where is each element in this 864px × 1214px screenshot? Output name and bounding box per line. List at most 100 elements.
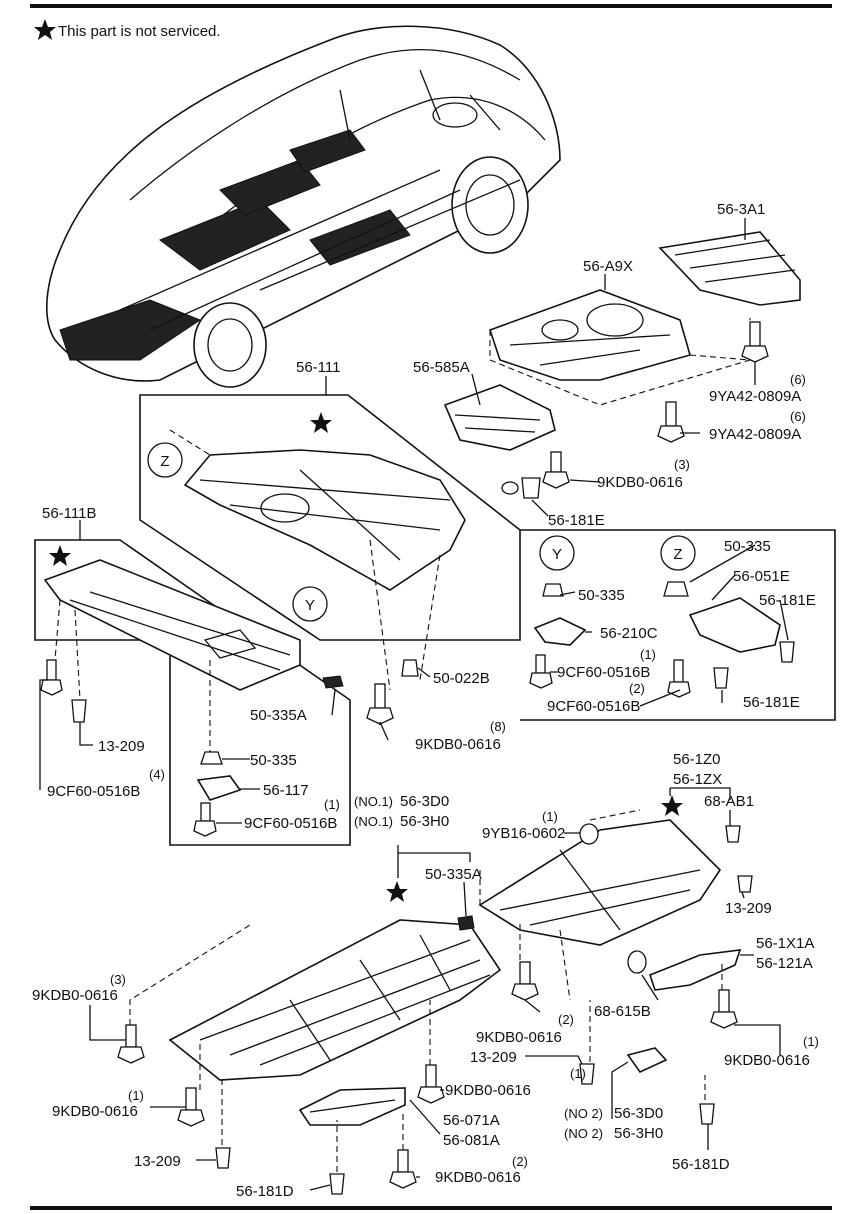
label-9KDB0-f-qty: (1) xyxy=(570,1066,586,1081)
label-9KDB0-d: 9KDB0-0616 xyxy=(476,1029,562,1046)
ref-marker-Z-1-letter: Z xyxy=(160,453,169,470)
label-13-209-d: 13-209 xyxy=(134,1153,181,1170)
star-icon xyxy=(34,19,56,40)
part-56-1Z0 xyxy=(478,819,722,946)
bolt-9KDB0-e xyxy=(710,989,738,1029)
bolt-9YA42-a xyxy=(741,321,769,363)
clip-56-181E-c xyxy=(713,667,729,689)
clip-13-209-c xyxy=(579,1063,595,1085)
frame-56-111 xyxy=(139,394,521,641)
label-9YB16: 9YB16-0602 xyxy=(482,825,565,842)
label-56-181E-c: 56-181E xyxy=(743,694,800,711)
bolt-9KDB0-h xyxy=(389,1149,417,1189)
label-56-1Z0: 56-1Z0 xyxy=(673,751,721,768)
bolt-9CF60-c xyxy=(40,659,63,696)
nut-50-335A-b xyxy=(457,915,475,931)
clip-68-AB1 xyxy=(725,825,741,843)
star-icon xyxy=(386,881,408,902)
label-56-181D-b: 56-181D xyxy=(672,1156,730,1173)
bolt-9CF60-b xyxy=(667,659,691,698)
label-56-3H0-a: 56-3H0 xyxy=(400,813,449,830)
label-9CF60-b-qty: (2) xyxy=(629,681,645,696)
label-9CF60-d: 9CF60-0516B xyxy=(244,815,337,832)
ref-marker-Z-1: Z xyxy=(147,442,183,478)
grommet-9YB16 xyxy=(579,823,599,845)
label-50-335A-b: 50-335A xyxy=(425,866,482,883)
nut-50-335-c xyxy=(200,751,223,765)
label-no1-b: (NO.1) xyxy=(354,814,393,829)
label-56-051E: 56-051E xyxy=(733,568,790,585)
frame-56-051E xyxy=(520,529,836,721)
part-56-585A xyxy=(443,384,556,451)
label-56-1ZX: 56-1ZX xyxy=(673,771,722,788)
label-9KDB0-h-qty: (2) xyxy=(512,1154,528,1169)
legend: This part is not serviced. xyxy=(34,19,221,40)
part-56-210C xyxy=(533,617,587,646)
label-56-181D-a: 56-181D xyxy=(236,1183,294,1200)
label-56-181E-a: 56-181E xyxy=(548,512,605,529)
bolt-9KDB0-g xyxy=(177,1087,205,1127)
label-50-335-b: 50-335 xyxy=(724,538,771,555)
label-56-A9X: 56-A9X xyxy=(583,258,633,275)
label-56-210C: 56-210C xyxy=(600,625,658,642)
label-9YA42-a: 9YA42-0809A xyxy=(709,388,801,405)
label-56-1X1A: 56-1X1A xyxy=(756,935,814,952)
part-56-3A1 xyxy=(658,231,801,306)
part-56-1X1A xyxy=(649,949,742,991)
label-9CF60-c: 9CF60-0516B xyxy=(47,783,140,800)
clip-13-209-b xyxy=(737,875,753,893)
clip-50-022B xyxy=(401,659,419,677)
part-56-A9X xyxy=(488,289,691,381)
label-9KDB0-d-qty: (2) xyxy=(558,1012,574,1027)
bolt-9CF60-a xyxy=(529,654,553,689)
label-56-111B: 56-111B xyxy=(42,505,97,522)
label-56-3D0-b: 56-3D0 xyxy=(614,1105,663,1122)
label-9KDB0-b-qty: (8) xyxy=(490,719,506,734)
star-icon xyxy=(661,795,683,816)
label-9KDB0-f: 9KDB0-0616 xyxy=(445,1082,531,1099)
frame-56-111B xyxy=(34,539,351,846)
nut-50-335-b xyxy=(663,581,689,597)
label-9KDB0-a-qty: (3) xyxy=(674,457,690,472)
part-56-071A xyxy=(298,1087,406,1126)
label-9CF60-c-qty: (4) xyxy=(149,767,165,782)
ref-marker-Z-2: Z xyxy=(660,535,696,571)
bolt-9KDB0-f xyxy=(417,1064,445,1104)
vehicle-body-illustration xyxy=(46,25,561,388)
label-50-022B: 50-022B xyxy=(433,670,490,687)
nut-50-335A-a xyxy=(322,675,344,689)
label-9KDB0-c-qty: (3) xyxy=(110,972,126,987)
label-9KDB0-c: 9KDB0-0616 xyxy=(32,987,118,1004)
label-13-209-c: 13-209 xyxy=(470,1049,517,1066)
label-56-181E-b: 56-181E xyxy=(759,592,816,609)
label-9YB16-qty: (1) xyxy=(542,809,558,824)
label-56-3H0-b: 56-3H0 xyxy=(614,1125,663,1142)
label-56-3A1: 56-3A1 xyxy=(717,201,765,218)
label-9CF60-d-qty: (1) xyxy=(324,797,340,812)
label-68-615B: 68-615B xyxy=(594,1003,651,1020)
bottom-border xyxy=(30,1206,832,1210)
part-56-111 xyxy=(183,449,466,591)
star-icon xyxy=(310,412,332,433)
ref-marker-Z-2-letter: Z xyxy=(673,546,682,563)
label-56-117: 56-117 xyxy=(263,782,309,799)
label-9KDB0-e: 9KDB0-0616 xyxy=(724,1052,810,1069)
grommet-68-615B xyxy=(627,950,647,974)
top-border xyxy=(30,4,832,8)
label-9CF60-b: 9CF60-0516B xyxy=(547,698,640,715)
label-56-071A: 56-071A xyxy=(443,1112,500,1129)
clip-56-181D-a xyxy=(329,1173,345,1195)
label-9KDB0-g-qty: (1) xyxy=(128,1088,144,1103)
ref-marker-Y-1: Y xyxy=(292,586,328,622)
part-56-3D0-no2 xyxy=(626,1047,668,1074)
callout-labels: 56-3A1 56-A9X (6) 9YA42-0809A 56-585A 56… xyxy=(32,201,819,1200)
part-56-117 xyxy=(196,775,242,801)
label-50-335-a: 50-335 xyxy=(578,587,625,604)
label-56-111: 56-111 xyxy=(296,359,340,376)
bolt-9KDB0-c xyxy=(117,1024,145,1064)
label-68-AB1: 68-AB1 xyxy=(704,793,754,810)
clip-13-209-a xyxy=(71,699,87,723)
label-13-209-b: 13-209 xyxy=(725,900,772,917)
label-no2-a: (NO 2) xyxy=(564,1106,603,1121)
